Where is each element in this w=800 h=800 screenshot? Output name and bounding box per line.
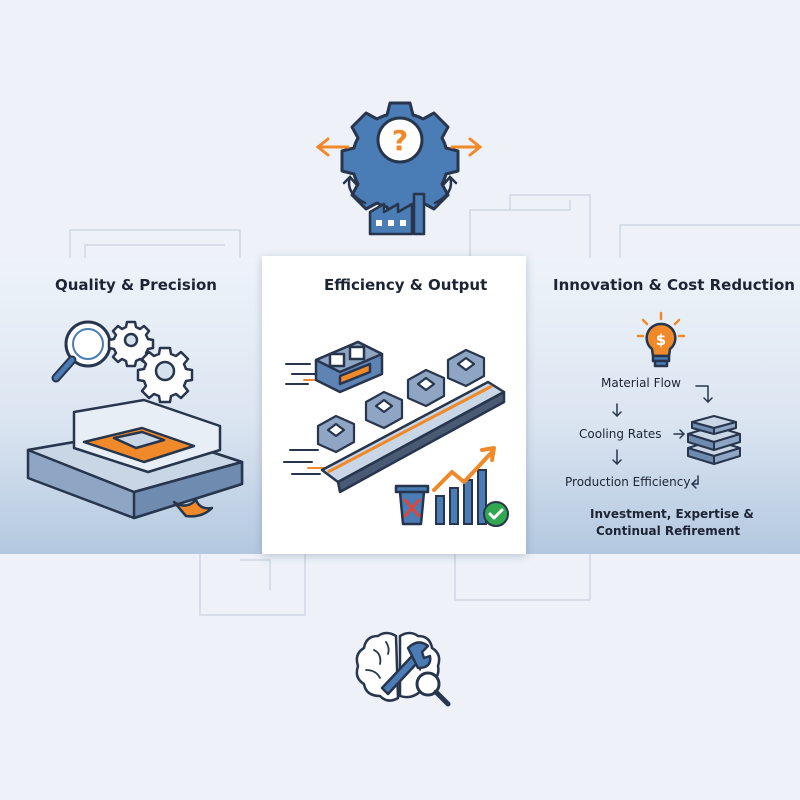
flow-note-line2: Continual Refirement — [596, 524, 741, 538]
mold-icon — [26, 398, 244, 520]
column-title-innovation: Innovation & Cost Reduction — [553, 276, 795, 294]
column-title-efficiency: Efficiency & Output — [324, 276, 488, 294]
svg-text:?: ? — [392, 124, 408, 157]
flow-arrows — [612, 385, 713, 489]
conveyor-icon — [283, 340, 506, 494]
ingot-stack-icon — [687, 415, 741, 465]
check-icon — [483, 501, 509, 527]
lightbulb-icon: $ — [636, 311, 686, 368]
column-title-quality: Quality & Precision — [55, 276, 217, 294]
growth-chart-icon — [432, 446, 496, 525]
flow-step-material-flow: Material Flow — [601, 376, 681, 390]
brain-wrench-icon — [355, 631, 451, 707]
flow-note-line1: Investment, Expertise & — [590, 507, 754, 521]
flow-step-production-efficiency: Production Efficiency — [565, 475, 691, 489]
factory-icon — [368, 192, 426, 236]
svg-text:$: $ — [656, 331, 666, 349]
gears-icon — [107, 320, 194, 404]
trash-icon — [394, 484, 430, 526]
flow-step-cooling-rates: Cooling Rates — [579, 427, 662, 441]
